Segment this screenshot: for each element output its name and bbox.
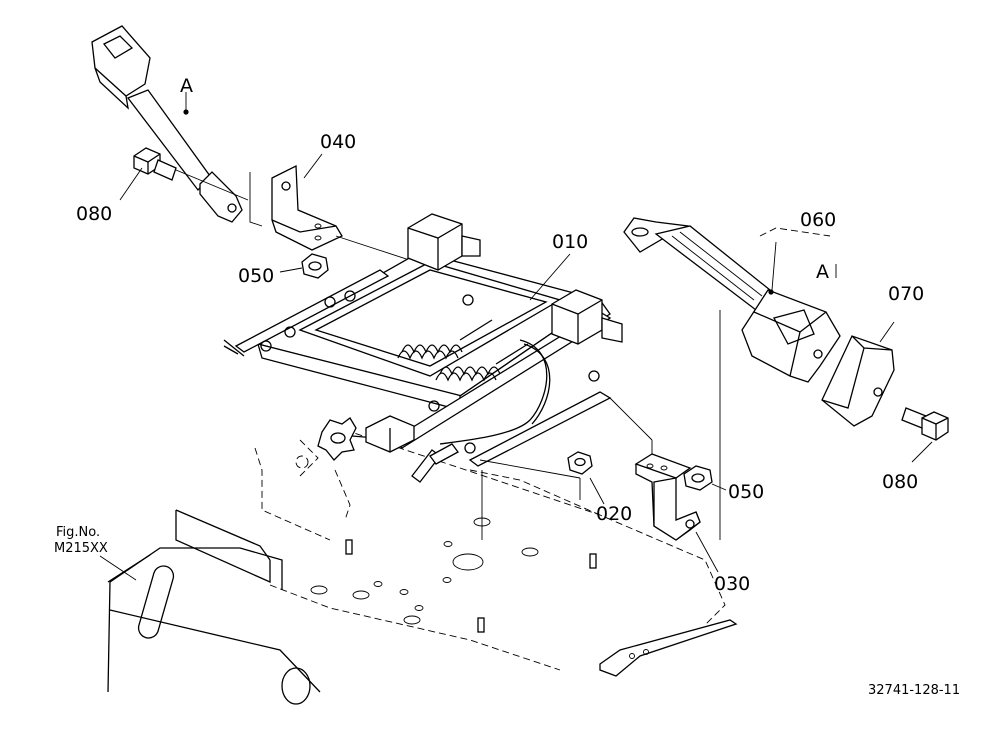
bracket-030 <box>609 310 721 573</box>
seat-slide-assembly <box>223 213 623 540</box>
callout-080-left: 080 <box>76 203 112 225</box>
callout-070: 070 <box>888 283 924 305</box>
drawing-number: 32741-128-11 <box>868 683 960 698</box>
nut-050-left <box>279 253 329 279</box>
nut-050-right <box>683 465 727 491</box>
view-marker-a-left: A <box>180 75 193 97</box>
callout-050-left: 050 <box>238 265 274 287</box>
callout-080-right: 080 <box>882 471 918 493</box>
seat-belt-retractor <box>623 217 841 383</box>
cover-070 <box>821 321 895 427</box>
callout-060: 060 <box>800 209 836 231</box>
callout-010: 010 <box>552 231 588 253</box>
callout-040: 040 <box>320 131 356 153</box>
bolt-080-right <box>901 407 949 463</box>
seat-belt-buckle <box>91 25 243 223</box>
figure-caption-line2: M215XX <box>54 541 108 556</box>
callout-030: 030 <box>714 573 750 595</box>
figure-caption-line1: Fig.No. <box>56 525 100 540</box>
callout-050-right: 050 <box>728 481 764 503</box>
view-marker-a-right: A <box>816 261 829 283</box>
bolt-080-left <box>119 147 249 201</box>
nut-020 <box>567 451 605 505</box>
callout-020: 020 <box>596 503 632 525</box>
springs <box>397 319 529 382</box>
